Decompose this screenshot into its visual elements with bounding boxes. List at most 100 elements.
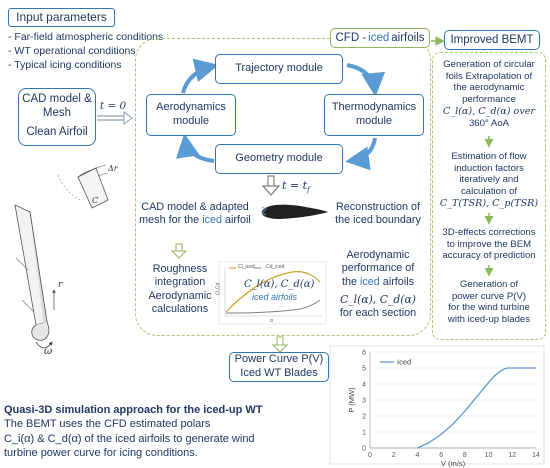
mini-legend-cd: Cd_iced bbox=[266, 264, 285, 270]
quasi3d-title: Quasi-3D simulation approach for the ice… bbox=[4, 404, 263, 416]
cfd-label-prefix: CFD - bbox=[335, 31, 367, 44]
quasi3d-block: Quasi-3D simulation approach for the ice… bbox=[4, 403, 334, 460]
section-sketch bbox=[77, 167, 109, 209]
power-curve-line2: Iced WT Blades bbox=[240, 367, 318, 379]
mini-plot-frame bbox=[218, 261, 327, 325]
y-tick-label: 6 bbox=[362, 350, 366, 357]
mini-cd-curve bbox=[225, 299, 321, 314]
t0-label: t = 0 bbox=[99, 100, 127, 112]
bemt-text: 360° AoA bbox=[468, 117, 510, 129]
bemt-title: Improved BEMT bbox=[450, 33, 534, 46]
x-tick-label: 2 bbox=[392, 452, 396, 459]
blade-sketch bbox=[14, 204, 50, 341]
trajectory-module-label: Trajectory module bbox=[235, 62, 323, 75]
cad-adapted-down-arrow bbox=[170, 243, 188, 259]
cycle-arrow bbox=[346, 63, 386, 97]
reconstruction-line1: Reconstruction of bbox=[335, 201, 421, 213]
cycle-arrow bbox=[345, 137, 377, 171]
bemt-text: to improve the BEM bbox=[446, 238, 532, 250]
mini-ylabel: Cl,Cd bbox=[215, 282, 222, 296]
input-param-item: - Far-field atmospheric conditions bbox=[8, 31, 164, 43]
x-tick-label: 0 bbox=[368, 452, 372, 459]
x-tick-label: 8 bbox=[463, 452, 467, 459]
input-param-item: - Typical icing conditions bbox=[8, 59, 122, 72]
bemt-text: with iced-up blades bbox=[447, 314, 531, 326]
bemt-text: calculation of bbox=[461, 186, 517, 198]
bemt-text: Estimation of flow bbox=[451, 151, 527, 162]
tf-subscript: f bbox=[307, 186, 310, 195]
aero-perf-formula: C_l(α), C_d(α) bbox=[340, 293, 416, 307]
cfd-label-box: CFD - iced airfoils bbox=[330, 28, 430, 48]
aero-perf-line2: performance of bbox=[341, 262, 415, 275]
roughness-line2: integration bbox=[154, 276, 206, 289]
y-axis-label: P (MW) bbox=[347, 387, 356, 413]
tf-label: t = tf bbox=[282, 179, 322, 195]
power-curve-box: Power Curve P(V)Iced WT Blades bbox=[229, 352, 329, 382]
roughness-line1: Roughness bbox=[152, 263, 208, 275]
bemt-formula: C_T(TSR), C_p(TSR) bbox=[439, 197, 539, 209]
bemt-item-3: 3D-effects corrections to improve the BE… bbox=[433, 227, 545, 262]
input-param-item: - WT operational conditions bbox=[8, 45, 136, 58]
bemt-text: Generation of circular bbox=[443, 59, 535, 70]
input-parameters-title: Input parameters bbox=[16, 10, 107, 24]
trajectory-module: Trajectory module bbox=[215, 54, 343, 84]
bemt-text: iteratively and bbox=[459, 174, 519, 186]
thermo-label-2: module bbox=[355, 115, 393, 127]
cfd-label-suffix: airfoils bbox=[391, 31, 425, 44]
geometry-module: Geometry module bbox=[215, 144, 343, 174]
mini-legend: Cl_iced Cd_iced bbox=[238, 264, 284, 270]
aero-perf-line3: the bbox=[341, 275, 360, 288]
container-down-arrow bbox=[271, 336, 289, 353]
legend-label: Iced bbox=[397, 358, 411, 367]
bemt-text: performance bbox=[462, 94, 516, 106]
aero-label-1: Aerodynamics bbox=[156, 101, 226, 114]
roughness-line4: calculations bbox=[151, 303, 209, 316]
clean-airfoil-caption: Clean Airfoil bbox=[26, 126, 88, 138]
aero-label-2: module bbox=[172, 115, 210, 127]
roughness-text: Roughness integration Aerodynamic calcul… bbox=[140, 263, 220, 317]
power-chart-frame bbox=[329, 345, 545, 465]
quasi3d-line1: The BEMT uses the CFD estimated polars bbox=[4, 418, 211, 431]
cycle-arrow bbox=[175, 133, 215, 163]
mini-formula: C_l(α), C_d(α) bbox=[244, 279, 315, 290]
cfd-label-highlight: iced bbox=[368, 31, 390, 44]
cad-adapted-line2: mesh for the bbox=[139, 214, 203, 227]
geometry-module-label: Geometry module bbox=[235, 152, 323, 165]
aero-performance-text: Aerodynamic performance of the iced airf… bbox=[328, 249, 428, 320]
power-curve-line1: Power Curve P(V) bbox=[234, 353, 324, 366]
bemt-item-2: Estimation of flow induction factors ite… bbox=[433, 151, 545, 210]
cad-title-line2: Mesh bbox=[42, 107, 72, 120]
cad-adapted-line2-suffix: airfoil bbox=[222, 214, 251, 227]
geometry-down-arrow bbox=[261, 175, 281, 196]
blade-label-omega: ω bbox=[44, 346, 53, 357]
series-line-iced bbox=[417, 367, 536, 449]
bemt-item-1: Generation of circular foils Extrapolati… bbox=[433, 59, 545, 129]
bemt-text: for the wind turbine bbox=[448, 302, 530, 314]
bemt-text: power curve P(V) bbox=[451, 290, 527, 302]
cad-to-cfd-arrow bbox=[97, 111, 133, 125]
aero-perf-iced: iced bbox=[360, 275, 380, 288]
mini-cl-curve bbox=[225, 271, 321, 313]
tf-text: t = t bbox=[282, 179, 308, 192]
x-tick-label: 6 bbox=[439, 452, 443, 459]
roughness-line3: Aerodynamic bbox=[148, 289, 212, 302]
cad-adapted-line1: CAD model & adapted bbox=[141, 201, 249, 213]
y-tick-label: 0 bbox=[362, 446, 366, 453]
cfd-container bbox=[135, 38, 431, 336]
bemt-text: induction factors bbox=[454, 162, 524, 174]
x-tick-label: 10 bbox=[485, 452, 493, 459]
reconstruction-line2: the iced boundary bbox=[335, 214, 421, 227]
y-tick-label: 3 bbox=[362, 398, 366, 405]
quasi3d-line3: turbine power curve for icing conditions… bbox=[4, 446, 198, 459]
blade-label-r: r bbox=[58, 280, 63, 290]
cad-title-line1: CAD model & bbox=[22, 93, 92, 105]
bemt-text: 3D-effects corrections bbox=[442, 227, 536, 238]
x-tick-label: 12 bbox=[508, 452, 516, 459]
bemt-text: the aerodynamic bbox=[453, 82, 525, 94]
reconstruction-text: Reconstruction of the iced boundary bbox=[328, 201, 428, 228]
mini-xlabel: α bbox=[270, 318, 273, 324]
iced-airfoil-shape bbox=[261, 204, 328, 219]
cad-model-box: CAD model & Mesh bbox=[18, 88, 96, 146]
